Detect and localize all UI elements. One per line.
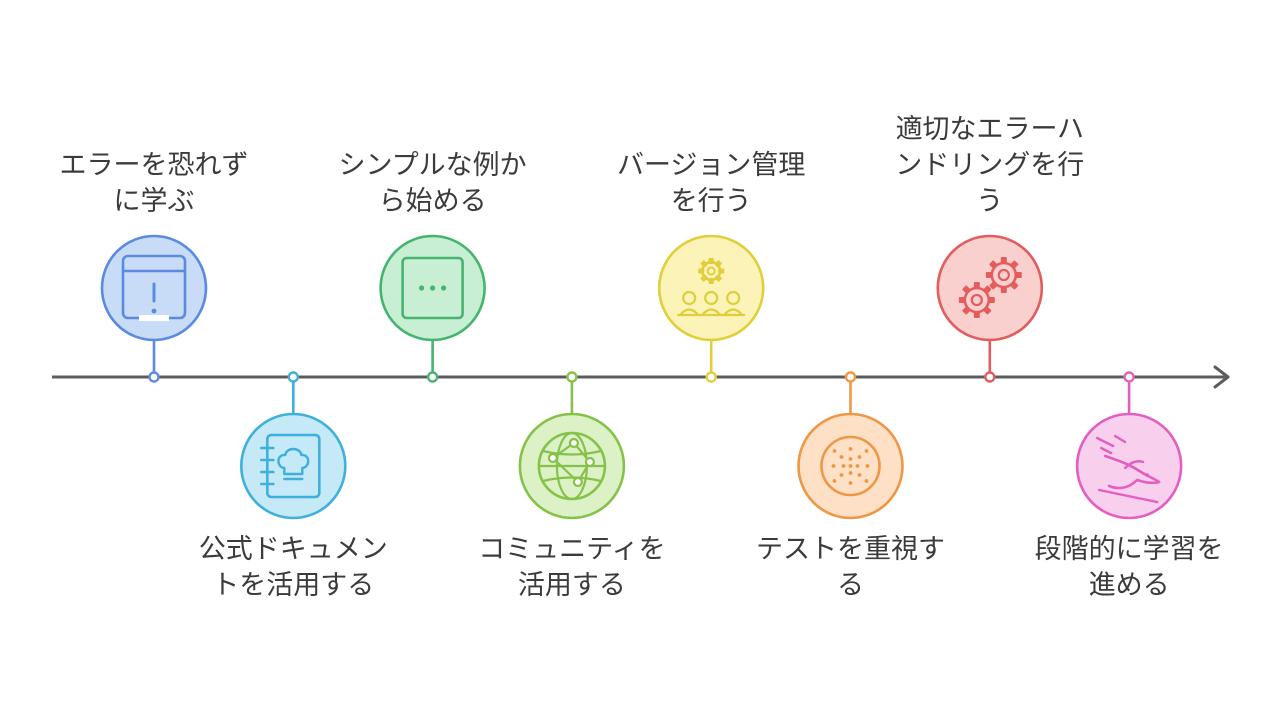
- timeline-node: [844, 371, 857, 383]
- step-label: シンプルな例か ら始める: [338, 150, 527, 217]
- gears-icon: [958, 257, 1022, 318]
- dotted-circle-icon: [820, 435, 881, 497]
- timeline-step: [100, 234, 208, 383]
- globe-network-icon: [537, 431, 607, 501]
- timeline-node: [426, 371, 439, 383]
- timeline-node: [984, 371, 996, 383]
- step-label: 適切なエラーハ ンドリングを行 う: [895, 114, 1085, 217]
- step-badge: [657, 234, 765, 342]
- timeline-step: [518, 371, 626, 520]
- step-badge: [239, 412, 347, 520]
- step-label: バージョン管理 を行う: [616, 150, 806, 217]
- ellipsis-box-icon: [401, 256, 464, 320]
- recipe-book-icon: [259, 433, 321, 499]
- step-label: エラーを恐れず に学ぶ: [59, 150, 249, 217]
- timeline-step: [239, 371, 347, 520]
- timeline-node: [1123, 371, 1135, 383]
- timeline-step: [379, 234, 486, 383]
- bird-flying-icon: [1095, 434, 1161, 504]
- team-gear-icon: [677, 258, 746, 317]
- timeline-node: [566, 371, 578, 383]
- timeline-step: [797, 371, 904, 520]
- timeline-step: [657, 234, 765, 383]
- timeline-step: [1075, 371, 1183, 520]
- step-label: 公式ドキュメン トを活用する: [198, 534, 388, 601]
- step-label: コミュニティを 活用する: [478, 534, 666, 601]
- timeline-node: [705, 371, 717, 383]
- timeline-node: [287, 371, 299, 383]
- step-label: テストを重視す る: [756, 534, 945, 601]
- timeline-step: [936, 234, 1044, 383]
- browser-alert-icon: [121, 254, 187, 321]
- timeline-arrowhead-icon: [1213, 365, 1230, 389]
- timeline-node: [148, 371, 160, 383]
- step-label: 段階的に学習を 進める: [1034, 534, 1224, 601]
